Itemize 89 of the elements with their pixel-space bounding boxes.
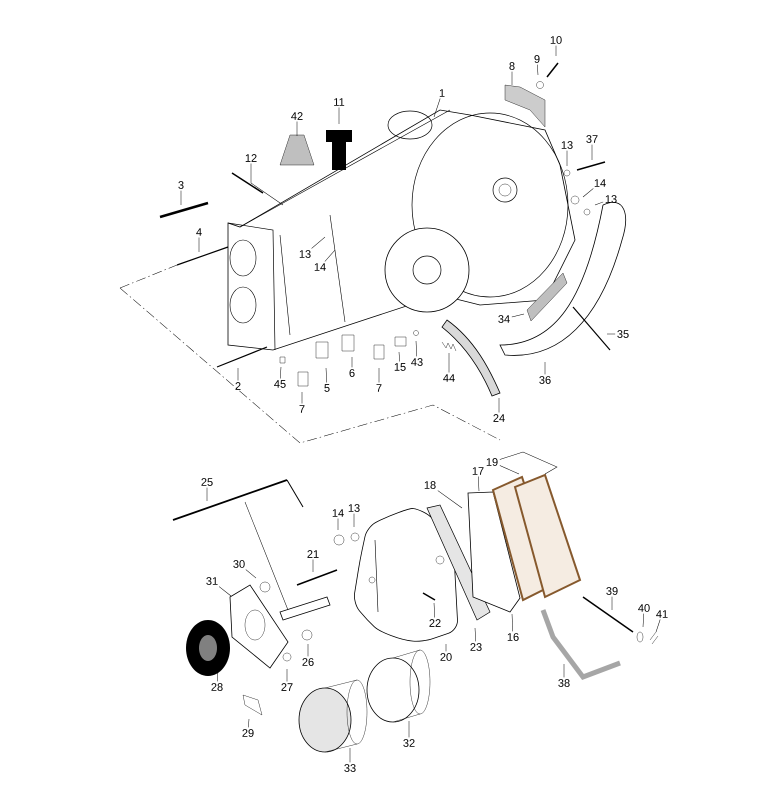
callout-number: 3: [178, 181, 184, 189]
callout-number: 42: [291, 112, 303, 120]
callout-number: 14: [594, 179, 606, 187]
leader-line: [438, 490, 462, 508]
leader-line: [398, 352, 400, 362]
callout-number: 7: [376, 384, 382, 392]
callout-number: 29: [242, 729, 254, 737]
callout-number: 9: [534, 55, 540, 63]
leader-line: [378, 368, 380, 383]
leader-line: [311, 236, 326, 249]
callout-number: 24: [493, 414, 505, 422]
leader-line: [544, 362, 546, 375]
callout-number: 44: [443, 374, 455, 382]
leader-line: [408, 720, 410, 738]
callout-number: 36: [539, 376, 551, 384]
callout-number: 15: [394, 363, 406, 371]
leader-line: [280, 366, 282, 379]
leader-line: [434, 98, 440, 118]
callout-number: 1: [440, 89, 445, 97]
callout-number: 28: [211, 683, 223, 691]
leader-line: [180, 190, 182, 206]
callout-number: 14: [332, 509, 344, 517]
leader-line: [474, 628, 476, 642]
leader-line: [198, 237, 200, 252]
leader-line: [498, 398, 500, 413]
callout-number: 27: [281, 683, 293, 691]
callout-number: 14: [314, 263, 326, 271]
leader-line: [434, 602, 435, 618]
leader-line: [296, 121, 298, 136]
callout-number: 45: [274, 380, 286, 388]
callout-number: 19: [486, 458, 498, 466]
callout-number: 11: [334, 98, 344, 106]
callout-number: 18: [424, 481, 436, 489]
callout-number: 25: [201, 478, 213, 486]
callout-number: 2: [236, 382, 240, 390]
leader-line: [537, 64, 538, 76]
leader-line: [248, 718, 250, 728]
callout-number: 38: [558, 679, 570, 687]
leader-line: [566, 150, 568, 166]
leader-line: [500, 465, 520, 474]
leader-line: [218, 586, 232, 596]
callout-number: 33: [344, 764, 356, 772]
callout-number: 30: [233, 560, 245, 568]
leader-line: [500, 452, 558, 474]
leader-line: [594, 202, 604, 206]
leader-line: [324, 250, 336, 262]
leader-line: [416, 340, 417, 357]
callout-number: 43: [411, 358, 423, 366]
leader-line: [642, 613, 644, 628]
callout-number: 37: [586, 135, 598, 143]
callout-number: 26: [302, 658, 314, 666]
callout-number: 16: [508, 633, 519, 641]
callout-number: 35: [617, 330, 629, 338]
leader-line: [326, 368, 327, 383]
callout-number: 10: [550, 36, 562, 44]
callout-number: 20: [440, 653, 452, 661]
leader-line: [656, 619, 660, 632]
callout-number: 13: [348, 504, 360, 512]
callout-number: 13: [606, 195, 617, 203]
leader-line: [217, 670, 218, 682]
callout-number: 22: [429, 619, 441, 627]
callout-number: 40: [638, 604, 650, 612]
callout-number: 13: [562, 141, 573, 149]
leader-line: [312, 559, 314, 572]
callout-number: 4: [196, 228, 202, 236]
callout-number: 32: [403, 739, 415, 747]
callout-number: 12: [246, 154, 257, 162]
callout-number: 8: [509, 62, 515, 70]
callout-number: 6: [350, 369, 355, 377]
leader-line: [286, 668, 288, 682]
leader-line: [338, 107, 340, 124]
leader-line: [206, 487, 208, 502]
leader-line: [250, 163, 284, 206]
callout-number: 21: [307, 550, 319, 558]
callout-number: 34: [498, 315, 510, 323]
callout-number: 23: [470, 643, 482, 651]
callout-number: 5: [324, 384, 330, 392]
callout-number: 17: [472, 467, 484, 475]
leader-line: [512, 614, 513, 632]
callout-number: 41: [656, 610, 668, 618]
leader-line: [246, 569, 256, 578]
leader-line: [582, 188, 594, 198]
leader-line: [512, 314, 524, 318]
callout-number: 31: [206, 577, 218, 585]
callout-number: 7: [300, 405, 304, 413]
leader-line: [478, 476, 480, 492]
callout-number: 39: [606, 587, 618, 595]
leader-line: [448, 352, 450, 373]
callout-number: 13: [300, 250, 311, 258]
